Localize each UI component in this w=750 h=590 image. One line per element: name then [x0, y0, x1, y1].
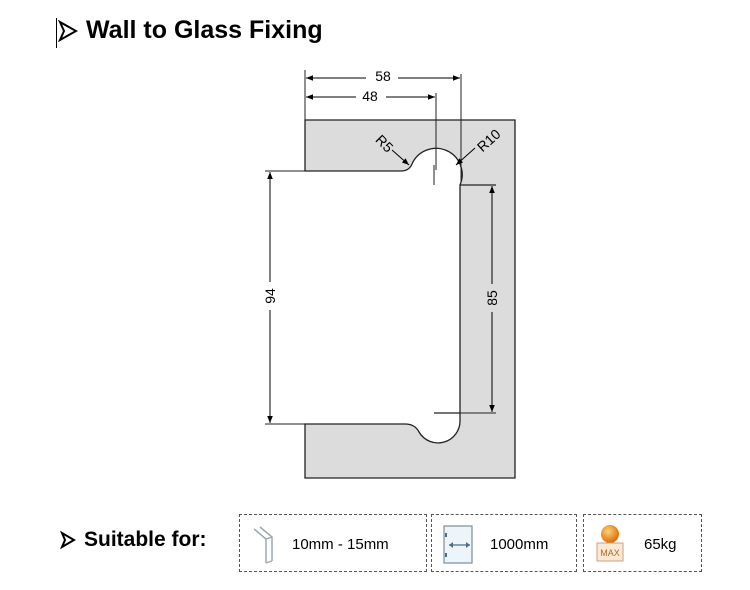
leader-r5 — [391, 149, 410, 166]
title-text: Wall to Glass Fixing — [86, 16, 323, 44]
arrow-bullet-icon — [58, 19, 78, 42]
spec-value-thickness: 10mm - 15mm — [292, 536, 389, 553]
spec-glass-thickness: 10mm - 15mm — [239, 514, 427, 572]
max-icon-text: MAX — [600, 548, 620, 558]
suitable-for-text: Suitable for: — [84, 528, 207, 551]
arrow-bullet-icon — [60, 531, 76, 549]
page-title: Wall to Glass Fixing — [56, 16, 323, 48]
leader-r10 — [455, 147, 476, 166]
glass-thickness-icon — [253, 526, 273, 564]
spec-door-width: 1000mm — [431, 514, 577, 572]
spec-value-weight: 65kg — [644, 536, 677, 553]
door-width-icon — [443, 525, 473, 564]
max-weight-icon: MAX — [596, 525, 624, 562]
spec-max-weight: MAX 65kg — [583, 514, 702, 572]
dim-label-48: 48 — [362, 88, 378, 104]
spec-value-width: 1000mm — [490, 536, 549, 553]
suitable-for-label: Suitable for: — [60, 528, 207, 552]
dim-label-94: 94 — [262, 288, 278, 304]
dim-label-58: 58 — [375, 68, 391, 84]
dim-label-85: 85 — [484, 290, 500, 306]
title-bar — [56, 18, 57, 48]
